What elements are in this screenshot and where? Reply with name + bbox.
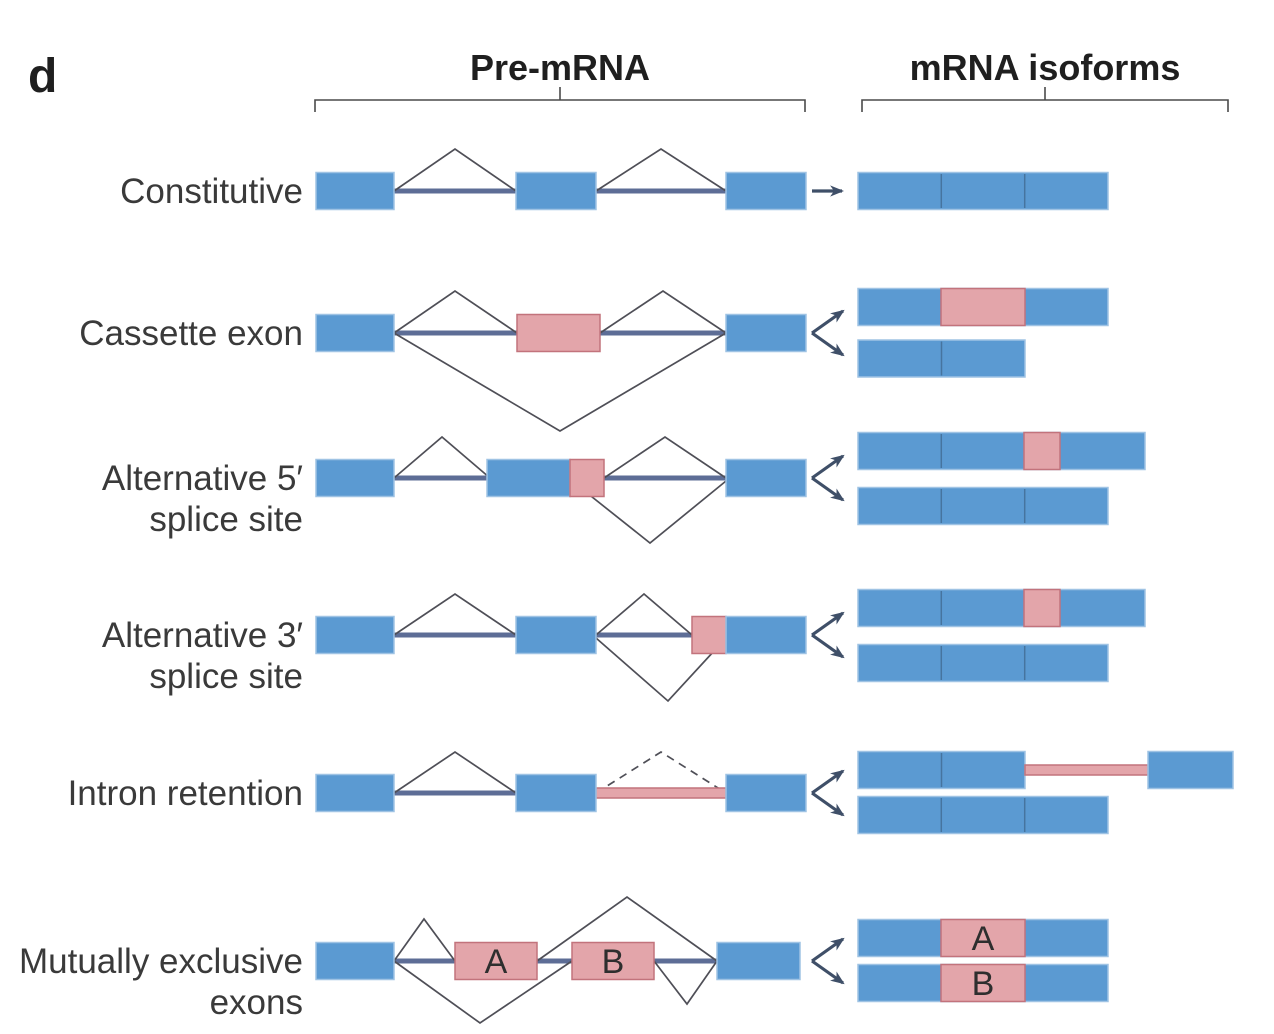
splice-arc [595, 592, 693, 636]
split-arrow [811, 309, 845, 335]
row-alternative-3-splice-site: Alternative 3′ splice site [102, 588, 1146, 703]
skip-b-arc [536, 895, 718, 962]
row-label: Alternative 5′ [102, 459, 303, 498]
mrna-isoforms-heading: mRNA isoforms [910, 47, 1181, 88]
split-arrow [811, 331, 845, 357]
exon [315, 458, 395, 498]
cassette-exon [516, 313, 601, 353]
cassette-exon [940, 287, 1026, 327]
retained-intron [595, 787, 727, 799]
isoform-skipped [857, 339, 1026, 378]
splice-arc [393, 750, 517, 794]
panel-letter: d [28, 50, 57, 103]
exon-b-label: B [602, 943, 625, 981]
row-cassette-exon: Cassette exon [79, 287, 1109, 432]
split-arrow [811, 476, 845, 502]
exon [725, 458, 807, 498]
row-label: splice site [149, 500, 303, 539]
exon [315, 615, 395, 655]
splice-arc [599, 289, 727, 334]
alt-extension [569, 458, 605, 498]
exon [857, 643, 1109, 683]
isoform-long [857, 431, 1146, 471]
row-label: Cassette exon [79, 314, 303, 353]
exon-a-label: A [972, 920, 995, 958]
exon-b-label: B [972, 965, 995, 1003]
exon [857, 795, 1109, 835]
exon-a [940, 918, 1026, 958]
exon [315, 313, 395, 353]
mrna-isoforms-bracket [861, 87, 1229, 112]
row-label: Intron retention [68, 774, 303, 813]
row-intron-retention: Intron retention [68, 750, 1234, 835]
exon [515, 171, 597, 211]
isoform-b: B [857, 963, 1109, 1003]
alt-splice-arc [595, 637, 727, 703]
alt-extension [1023, 588, 1061, 628]
isoform-retained [857, 750, 1234, 790]
isoform-short [857, 643, 1109, 683]
isoform-long [857, 588, 1146, 628]
exon-a-label: A [485, 943, 508, 981]
retained-intron [1024, 764, 1149, 776]
unspliced-arc [595, 750, 727, 794]
exon [725, 615, 807, 655]
exon [315, 171, 395, 211]
splice-arc [393, 435, 491, 479]
exon [725, 171, 807, 211]
exon [857, 431, 1146, 471]
row-mutually-exclusive-exons: Mutually exclusive exons A B A B [19, 895, 1109, 1025]
split-arrow [811, 959, 845, 985]
skip-arc [393, 332, 727, 432]
exon-a [454, 941, 538, 981]
row-label: splice site [149, 657, 303, 696]
alt-extension [691, 615, 727, 655]
exon [857, 171, 1109, 211]
exon [725, 313, 807, 353]
exon [1147, 750, 1234, 790]
isoform-spliced [857, 795, 1109, 835]
exon [315, 773, 395, 813]
split-arrow [811, 454, 845, 480]
split-arrow [811, 791, 845, 817]
row-constitutive: Constitutive [120, 147, 1109, 211]
exon-b [571, 941, 655, 981]
row-label: Mutually exclusive [19, 942, 303, 981]
isoform-short [857, 486, 1109, 526]
exon [515, 773, 597, 813]
split-arrow [811, 769, 845, 795]
splice-arc [393, 147, 517, 192]
row-alternative-5-splice-site: Alternative 5′ splice site [102, 431, 1146, 545]
exon-b [940, 963, 1026, 1003]
exon [725, 773, 807, 813]
exon [486, 458, 571, 498]
exon [515, 615, 597, 655]
pre-mrna-heading: Pre-mRNA [470, 47, 650, 88]
alt-splice-arc [571, 480, 727, 545]
isoform-included [857, 287, 1109, 327]
skip-a-arc [393, 960, 573, 1025]
row-label: Alternative 3′ [102, 616, 303, 655]
isoform-a: A [857, 918, 1109, 958]
exon [857, 588, 1146, 628]
splice-arc [393, 917, 456, 962]
splice-arc [595, 147, 727, 192]
row-label: exons [210, 983, 303, 1022]
splice-arc [603, 435, 727, 479]
alt-extension [1023, 431, 1061, 471]
splice-arc [393, 592, 517, 636]
row-label: Constitutive [120, 172, 303, 211]
exon [857, 486, 1109, 526]
split-arrow [811, 633, 845, 659]
isoform-bar [857, 171, 1109, 211]
split-arrow [811, 611, 845, 637]
exon [716, 941, 801, 981]
splice-arc [653, 960, 718, 1006]
pre-mrna-bracket [314, 87, 806, 112]
exon [315, 941, 395, 981]
split-arrow [811, 937, 845, 963]
splice-arc [393, 289, 518, 334]
